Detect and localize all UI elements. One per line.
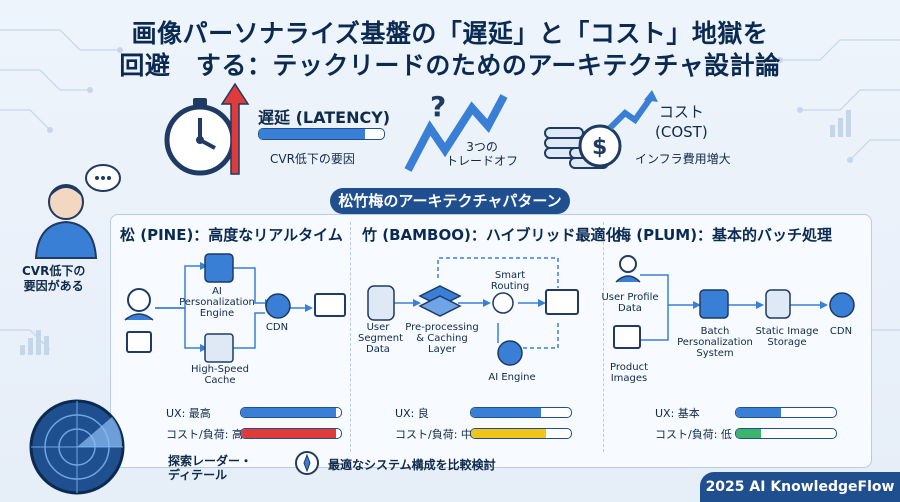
bamboo-ux-label: UX: 良 — [395, 407, 429, 420]
bamboo-node-preprocessing: Pre-processing & Caching Layer — [405, 322, 479, 355]
plum-ux-label: UX: 基本 — [655, 407, 700, 420]
plum-node-product-images: Product Images — [610, 362, 648, 384]
divider — [603, 222, 605, 452]
latency-bar — [258, 128, 385, 140]
footer-brand: 2025 AI KnowledgeFlow — [700, 472, 900, 502]
bamboo-ux-bar — [470, 407, 572, 418]
plum-node-user-profile: User Profile Data — [601, 292, 659, 314]
section-title: 松竹梅のアーキテクチャパターン — [330, 188, 570, 214]
latency-up-arrow-icon — [220, 82, 250, 175]
bamboo-cost-label: コスト/負荷: 中 — [395, 428, 472, 441]
bamboo-node-routing: Smart Routing — [490, 270, 530, 292]
svg-text:$: $ — [592, 135, 607, 160]
bamboo-node-segment: User Segment Data — [358, 322, 403, 355]
patterns-panel — [110, 214, 872, 468]
plum-cost-bar — [735, 428, 837, 439]
pine-cost-bar — [240, 428, 342, 439]
radar-icon — [29, 399, 125, 495]
pine-ux-label: UX: 最高 — [166, 407, 211, 420]
plum-node-storage: Static Image Storage — [755, 326, 819, 348]
stopwatch-icon — [164, 98, 236, 176]
plum-diagram — [613, 255, 855, 349]
latency-sub: CVR低下の要因 — [270, 152, 355, 166]
pine-node-cdn: CDN — [265, 322, 289, 333]
pine-ux-bar — [240, 407, 342, 418]
title-line-1: 画像パーソナライズ基盤の「遅延」と「コスト」地獄を — [131, 19, 769, 48]
cost-sub: インフラ費用増大 — [635, 152, 731, 166]
column-title-pine: 松 (PINE)：高度なリアルタイム — [120, 226, 343, 244]
column-title-bamboo: 竹 (BAMBOO)：ハイブリッド最適化 — [362, 226, 621, 244]
latency-label: 遅延 (LATENCY) — [258, 108, 391, 127]
tradeoff-label: 3つの トレードオフ — [446, 140, 519, 168]
worried-person-icon — [34, 164, 121, 259]
bamboo-diagram — [367, 257, 579, 366]
pine-node-ai-engine: AI Personalization Engine — [179, 286, 255, 319]
column-title-plum: 梅 (PLUM)：基本的バッチ処理 — [616, 226, 833, 244]
svg-text:?: ? — [430, 90, 446, 123]
plum-node-cdn: CDN — [829, 326, 853, 337]
pine-diagram — [124, 253, 346, 363]
person-note: CVR低下の 要因がある — [22, 264, 86, 293]
bamboo-node-ai-engine: AI Engine — [488, 372, 536, 383]
coins-icon: $ — [544, 90, 658, 169]
compass-icon — [295, 451, 319, 475]
plum-node-batch: Batch Personalization System — [677, 326, 753, 359]
cost-label: コスト (COST) — [655, 103, 708, 141]
plum-ux-bar — [735, 407, 837, 418]
bamboo-cost-bar — [470, 428, 572, 439]
radar-label: 探索レーダー・ ディテール — [168, 454, 253, 482]
compare-label: 最適なシステム構成を比較検討 — [328, 458, 496, 472]
tradeoff-zigzag-icon: ? — [404, 90, 508, 172]
pine-cost-label: コスト/負荷: 高 — [166, 428, 243, 441]
divider — [350, 222, 352, 452]
plum-cost-label: コスト/負荷: 低 — [655, 428, 732, 441]
pine-node-cache: High-Speed Cache — [191, 364, 249, 386]
title-line-2: 回避 する：テックリードのためのアーキテクチャ設計論 — [119, 51, 781, 80]
